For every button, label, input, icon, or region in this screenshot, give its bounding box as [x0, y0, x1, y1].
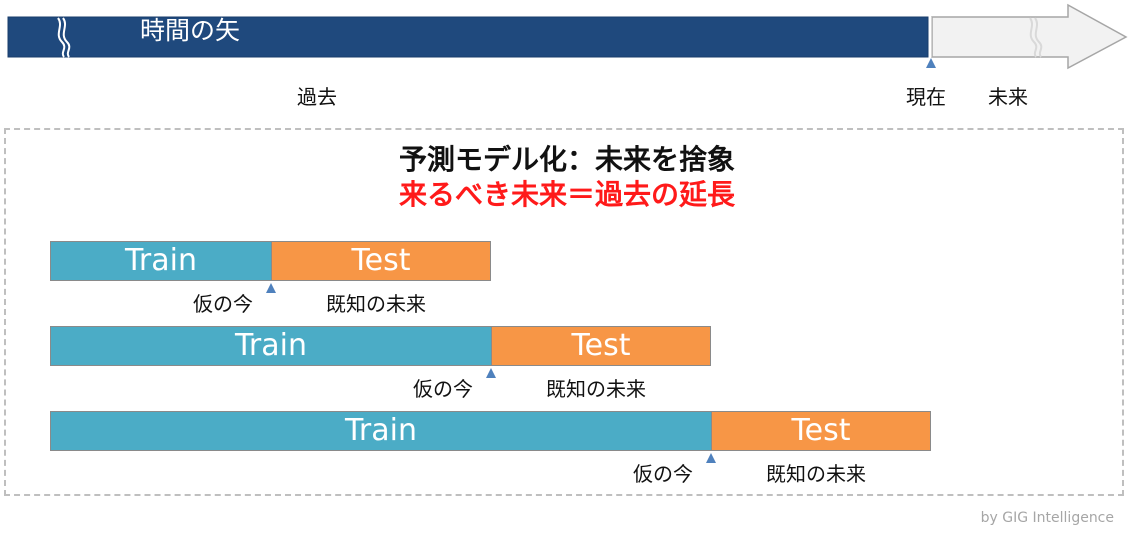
- fold-3-test-segment: Test: [711, 411, 931, 451]
- time-arrow-future-head: [931, 3, 1128, 70]
- future-label: 未来: [988, 85, 1028, 109]
- fold-2-future-label: 既知の未来: [546, 377, 646, 401]
- fold-2-cutoff-label: 仮の今: [413, 377, 473, 401]
- fold-1-cutoff-label: 仮の今: [193, 292, 253, 316]
- fold-1-test-segment: Test: [271, 241, 491, 281]
- fold-3-cutoff-label: 仮の今: [633, 462, 693, 486]
- present-label: 現在: [906, 85, 946, 109]
- time-arrow-past-bar: [7, 16, 929, 58]
- break-mark-left: [57, 17, 66, 58]
- break-mark-left-2: [62, 17, 71, 58]
- validation-panel: [4, 128, 1124, 496]
- fold-2-test-segment: Test: [491, 326, 711, 366]
- headline-primary: 予測モデル化：未来を捨象: [398, 143, 735, 176]
- fold-1-train-segment: Train: [50, 241, 272, 281]
- time-arrow: [7, 3, 1128, 70]
- fold-3-train-segment: Train: [50, 411, 712, 451]
- fold-1-future-label: 既知の未来: [326, 292, 426, 316]
- fold-3-future-label: 既知の未来: [766, 462, 866, 486]
- fold-3-cutoff-marker: [706, 453, 716, 463]
- fold-2-cutoff-marker: [486, 368, 496, 378]
- fold-2-train-segment: Train: [50, 326, 492, 366]
- present-marker: [926, 58, 936, 68]
- headline-secondary: 来るべき未来＝過去の延長: [398, 178, 735, 211]
- time-arrow-title: 時間の矢: [140, 16, 241, 45]
- past-label: 過去: [297, 85, 337, 109]
- break-mark-right: [1029, 17, 1038, 58]
- fold-1-cutoff-marker: [266, 283, 276, 293]
- break-mark-right-2: [1034, 17, 1043, 58]
- credit-text: by GIG Intelligence: [980, 510, 1114, 526]
